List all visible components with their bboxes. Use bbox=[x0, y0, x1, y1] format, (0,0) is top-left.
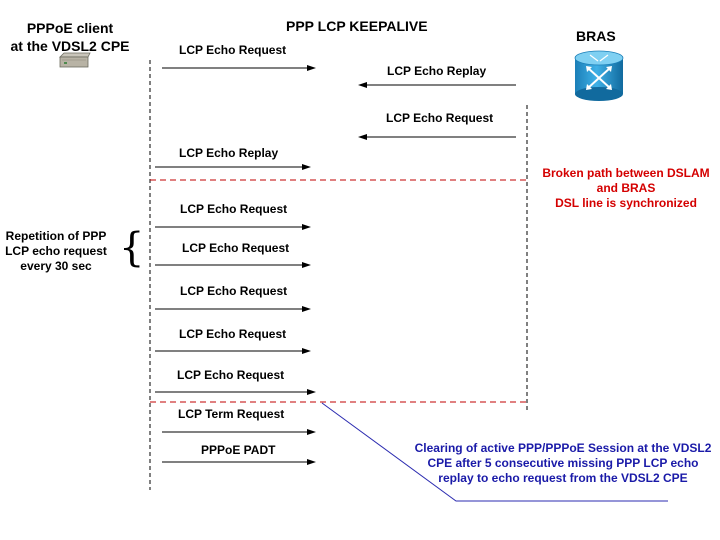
message-label-1: LCP Echo Request bbox=[179, 43, 287, 57]
message-arrow-10 bbox=[162, 429, 316, 435]
clearing-note-line-3: replay to echo request from the VDSL2 CP… bbox=[438, 471, 688, 485]
message-label-4: LCP Echo Replay bbox=[179, 146, 279, 160]
client-header: PPPoE client at the VDSL2 CPE bbox=[0, 19, 140, 55]
message-label-10: LCP Term Request bbox=[178, 407, 285, 421]
clearing-note-leader bbox=[321, 402, 668, 502]
broken-path-note-line-1: Broken path between DSLAM bbox=[542, 166, 710, 180]
repetition-note-line-2: LCP echo request bbox=[5, 244, 107, 258]
broken-path-note-line-3: DSL line is synchronized bbox=[555, 196, 697, 210]
message-label-11: PPPoE PADT bbox=[201, 443, 276, 457]
diagram-title: PPP LCP KEEPALIVE bbox=[286, 18, 428, 34]
message-arrow-2 bbox=[358, 82, 516, 88]
message-label-6: LCP Echo Request bbox=[182, 241, 290, 255]
vdsl2-cpe-modem-icon bbox=[59, 52, 91, 68]
message-label-7: LCP Echo Request bbox=[180, 284, 288, 298]
clearing-note: Clearing of active PPP/PPPoE Session at … bbox=[408, 441, 718, 486]
message-arrow-8 bbox=[155, 348, 311, 354]
message-arrow-7 bbox=[155, 306, 311, 312]
message-arrow-6 bbox=[155, 262, 311, 268]
message-arrow-9 bbox=[155, 389, 316, 395]
message-label-3: LCP Echo Request bbox=[386, 111, 494, 125]
message-arrow-11 bbox=[162, 459, 316, 465]
repetition-note: Repetition of PPP LCP echo request every… bbox=[2, 229, 110, 274]
repetition-note-line-1: Repetition of PPP bbox=[5, 229, 107, 243]
message-label-8: LCP Echo Request bbox=[179, 327, 287, 341]
bras-router-icon bbox=[574, 50, 624, 101]
client-label-line-2: at the VDSL2 CPE bbox=[10, 38, 130, 54]
message-arrow-4 bbox=[155, 164, 311, 170]
client-label-line-1: PPPoE client bbox=[26, 20, 114, 36]
message-label-9: LCP Echo Request bbox=[177, 368, 285, 382]
message-arrow-3 bbox=[358, 134, 516, 140]
message-label-2: LCP Echo Replay bbox=[387, 64, 487, 78]
clearing-note-line-1: Clearing of active PPP/PPPoE Session at … bbox=[414, 441, 712, 455]
message-arrow-5 bbox=[155, 224, 311, 230]
message-label-5: LCP Echo Request bbox=[180, 202, 288, 216]
repetition-note-line-3: every 30 sec bbox=[20, 259, 92, 273]
broken-path-note-line-2: and BRAS bbox=[596, 181, 656, 195]
clearing-note-line-2: CPE after 5 consecutive missing PPP LCP … bbox=[427, 456, 699, 470]
broken-path-note: Broken path between DSLAM and BRAS DSL l… bbox=[536, 166, 716, 211]
bras-label: BRAS bbox=[576, 28, 616, 44]
message-arrow-1 bbox=[162, 65, 316, 71]
repetition-brace: { bbox=[119, 225, 145, 271]
